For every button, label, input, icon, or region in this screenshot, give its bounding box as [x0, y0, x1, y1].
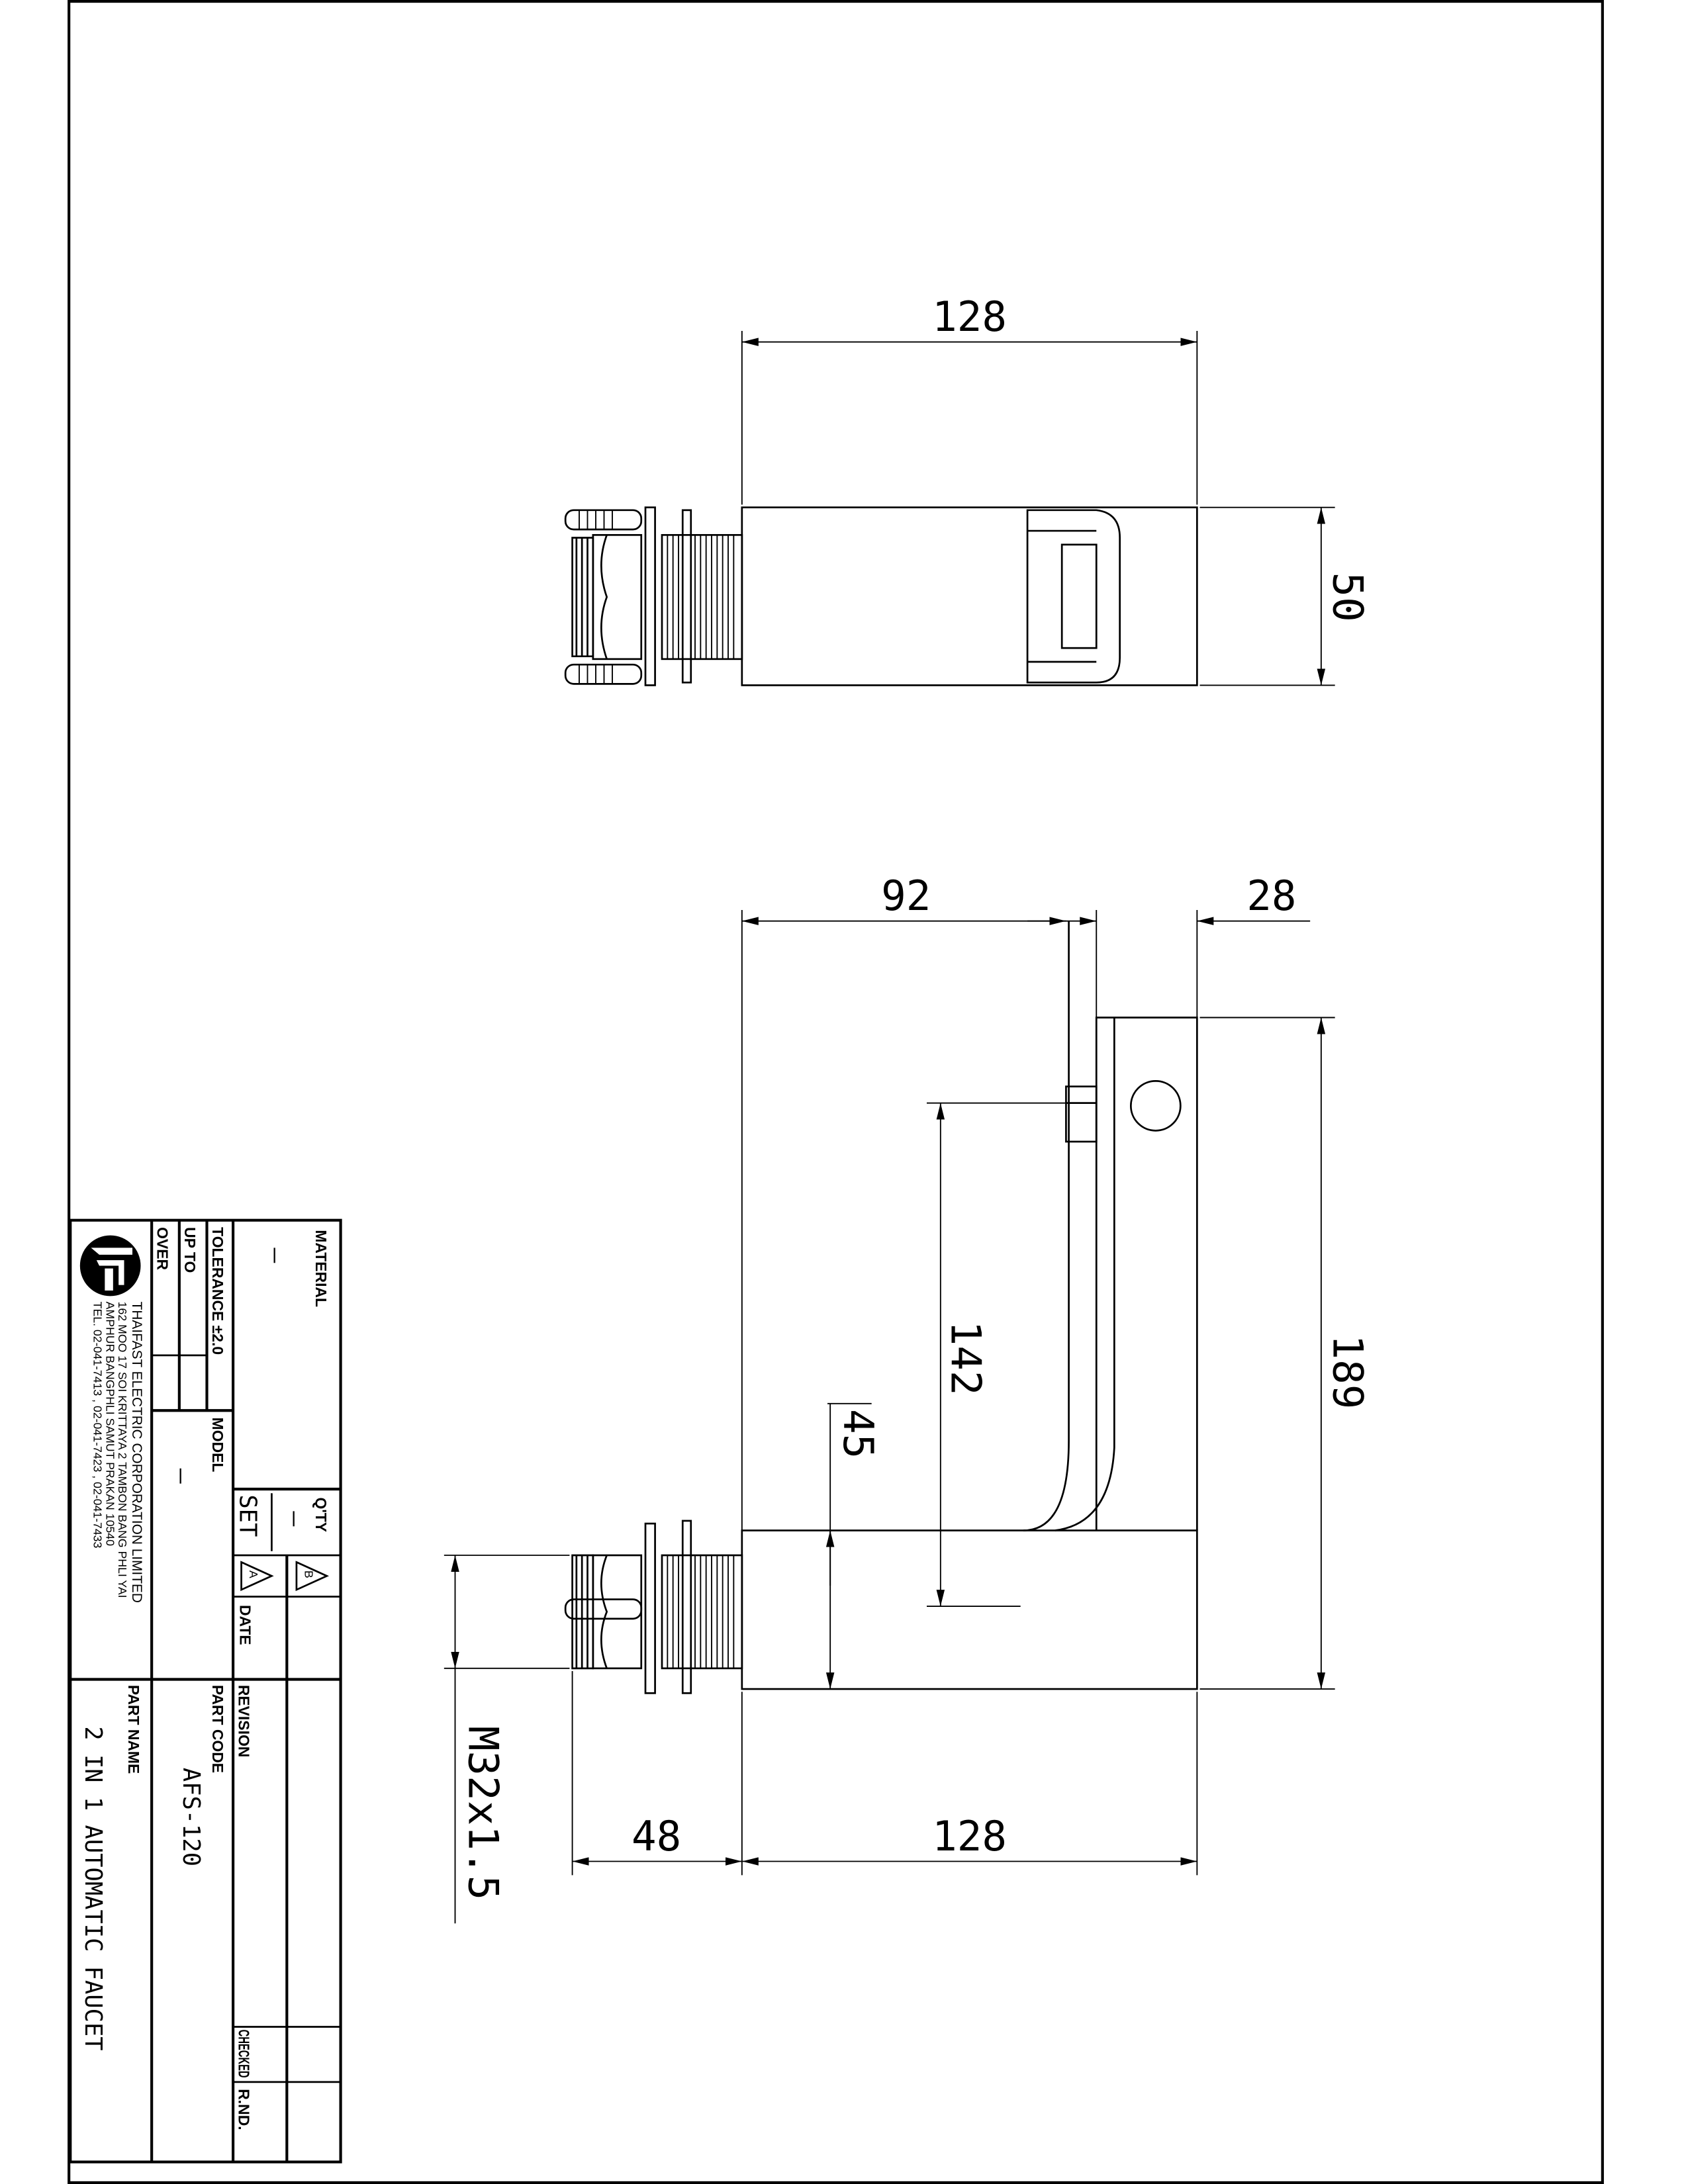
revision-triangle-a-icon: A	[240, 1561, 274, 1592]
dim-head-width: 28	[1246, 872, 1296, 920]
dim-base-height: 45	[834, 1409, 882, 1459]
date-label: DATE	[237, 1605, 254, 1645]
spout-outer	[1023, 921, 1070, 1531]
sensor-head-side	[1095, 1017, 1198, 1531]
sensor-eye-icon	[1129, 1079, 1182, 1132]
model-value: —	[173, 1469, 191, 1484]
part-name-value: 2 IN 1 AUTOMATIC FAUCET	[79, 1726, 107, 2050]
washer	[681, 509, 692, 684]
threaded-shank-side	[564, 1520, 743, 1694]
bolt	[564, 1598, 643, 1620]
company-address-line1: 162 MOO 17 SOI KRITTAYA 2 TAMBON BANG PH…	[116, 1302, 129, 1598]
dim-body-length: 128	[932, 1812, 1007, 1860]
revision-label: REVISION	[235, 1685, 252, 1757]
company-name: THAIFAST ELECTRIC CORPORATION LIMITED	[129, 1302, 144, 1603]
up-to-label: UP TO	[181, 1227, 199, 1273]
part-code-label: PART CODE	[209, 1685, 226, 1773]
dim-thread-spec: M32x1.5	[459, 1726, 507, 1900]
lever	[1065, 1085, 1098, 1143]
sensor-housing-top	[1026, 509, 1121, 684]
qty-label: Q'TY	[312, 1498, 330, 1533]
material-label: MATERIAL	[312, 1230, 330, 1307]
spout-inner	[1055, 1017, 1115, 1531]
over-label: OVER	[154, 1227, 171, 1270]
rnd-label: R.ND.	[235, 2089, 252, 2130]
tolerance-label: TOLERANCE ±2.0	[209, 1227, 226, 1355]
company-phone: TEL. 02-041-7413 , 02-041-7423 , 02-041-…	[91, 1302, 105, 1549]
bolt	[564, 509, 643, 531]
sensor-window	[1060, 543, 1098, 649]
sheet-border	[68, 0, 1604, 2184]
faucet-body-top	[741, 506, 1198, 686]
washer	[681, 1520, 692, 1694]
company-logo	[79, 1235, 141, 1297]
svg-text:A: A	[247, 1570, 260, 1578]
company-address-line2: AMPHUR BANGPHLI SAMUT PRAKAN 10540	[103, 1302, 117, 1546]
part-name-label: PART NAME	[125, 1685, 142, 1774]
washer	[644, 506, 656, 686]
dim-spout-offset: 92	[881, 872, 931, 920]
dim-total-height: 189	[1324, 1334, 1372, 1409]
threaded-shank-top	[564, 506, 743, 686]
material-value: —	[267, 1248, 284, 1263]
top-view: 128 50	[564, 293, 1372, 686]
qty-unit: SET	[234, 1494, 261, 1537]
title-block: MATERIAL — Q'TY — SET B A DATE TOLERANCE…	[69, 1218, 342, 2163]
dim-top-length: 128	[932, 293, 1007, 341]
faucet-base-side	[741, 1529, 1198, 1690]
checked-label: CHECKED	[235, 2030, 252, 2078]
washer	[644, 1522, 656, 1694]
bolt	[564, 663, 643, 685]
qty-value: —	[287, 1511, 304, 1526]
dim-sensor-height: 142	[942, 1321, 990, 1396]
dim-top-height: 50	[1324, 572, 1372, 621]
svg-text:B: B	[302, 1570, 315, 1578]
part-code-value: AFS-120	[177, 1768, 205, 1866]
dim-shank-length: 48	[632, 1812, 681, 1860]
nut	[592, 533, 643, 660]
model-label: MODEL	[209, 1418, 226, 1473]
revision-triangle-b-icon: B	[295, 1561, 330, 1592]
side-view: 92 28 189 142 45 48 128 M32x1.5	[444, 872, 1372, 1924]
nut	[592, 1554, 643, 1670]
